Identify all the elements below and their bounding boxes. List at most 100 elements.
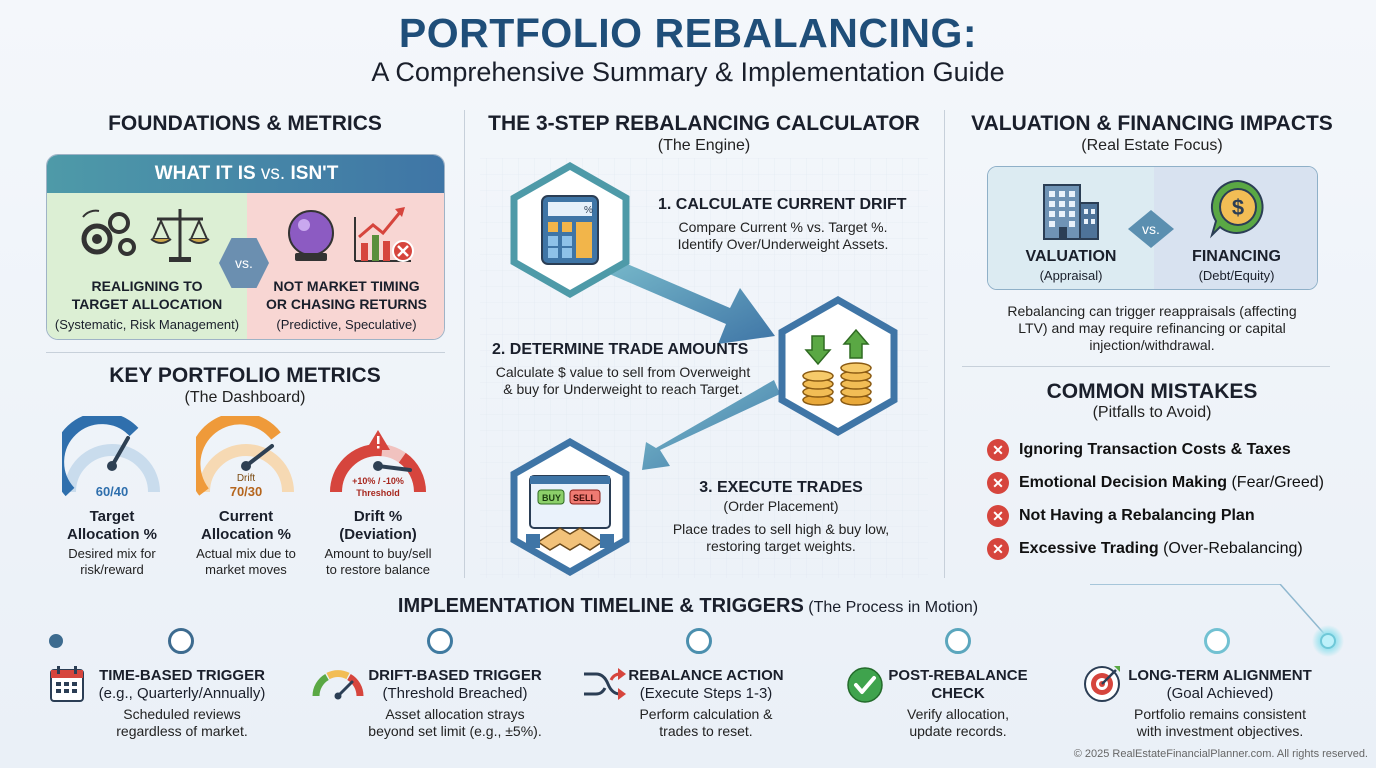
- dollar-symbol: $: [1232, 195, 1244, 220]
- what-it-is-label-line2: TARGET ALLOCATION: [71, 296, 223, 312]
- foundations-title: FOUNDATIONS & METRICS: [108, 112, 382, 135]
- step2-desc-line1: Calculate $ value to sell from Overweigh…: [495, 364, 751, 380]
- copyright-footer: © 2025 RealEstateFinancialPlanner.com. A…: [1073, 748, 1368, 760]
- timeline-node: [686, 628, 712, 654]
- what-it-isnt-label-line2: OR CHASING RETURNS: [265, 296, 427, 312]
- mistake-x-icon: ✕: [987, 439, 1009, 461]
- metrics-subtitle: (The Dashboard): [184, 389, 306, 406]
- what-it-isnt-label-line1: NOT MARKET TIMING: [273, 278, 420, 294]
- valuation-financing-panel: VALUATION (Appraisal) $ FINANCING (Debt/…: [987, 166, 1318, 290]
- mistake-x-icon: ✕: [987, 505, 1009, 527]
- calculator-symbol: %: [584, 205, 593, 216]
- valuation-sub: (Appraisal): [1039, 268, 1103, 283]
- financing-side: $ FINANCING (Debt/Equity): [1154, 167, 1317, 289]
- timeline-node: [427, 628, 453, 654]
- step2-desc-line2: & buy for Underweight to reach Target.: [503, 381, 743, 397]
- building-icon: [1043, 184, 1099, 240]
- page-title: PORTFOLIO REBALANCING:: [398, 10, 978, 56]
- timeline-item-sub: (Execute Steps 1-3): [639, 685, 773, 702]
- timeline-item-desc-line2: beyond set limit (e.g., ±5%).: [368, 723, 542, 739]
- valuation-desc-line3: injection/withdrawal.: [1089, 337, 1215, 353]
- step3-desc-line2: restoring target weights.: [706, 538, 856, 554]
- calendar-icon: [50, 666, 84, 702]
- step3-desc-line1: Place trades to sell high & buy low,: [672, 521, 890, 537]
- shuffle-icon: [584, 668, 626, 700]
- financing-label: FINANCING: [1192, 248, 1281, 265]
- mistake-item: Excessive Trading (Over-Rebalancing): [1019, 540, 1303, 558]
- current-desc-line1: Actual mix due to: [196, 546, 296, 561]
- what-it-is-header-vs: vs.: [255, 163, 291, 184]
- timeline-item-sub: (Goal Achieved): [1166, 685, 1274, 702]
- step3-sub: (Order Placement): [723, 498, 839, 514]
- checkmark-icon: [847, 667, 883, 703]
- timeline-heading: IMPLEMENTATION TIMELINE & TRIGGERS (The …: [0, 595, 1376, 618]
- coins-arrows-icon: [778, 296, 898, 436]
- mistake-x-icon: ✕: [987, 538, 1009, 560]
- financing-sub: (Debt/Equity): [1198, 268, 1275, 283]
- mistakes-title: COMMON MISTAKES: [1046, 380, 1258, 403]
- gears-scale-icon: [81, 209, 210, 262]
- calculator-title: THE 3-STEP REBALANCING CALCULATOR: [488, 112, 920, 135]
- drift-meter-icon: [312, 670, 364, 700]
- what-it-is-header-part3: ISN'T: [290, 163, 339, 184]
- valuation-title: VALUATION & FINANCING IMPACTS: [971, 112, 1333, 135]
- what-it-is-sub: (Systematic, Risk Management): [54, 317, 240, 332]
- timeline-item-desc-line1: Verify allocation,: [907, 706, 1009, 722]
- trade-handshake-icon: BUY SELL: [510, 438, 630, 576]
- timeline-item-title: LONG-TERM ALIGNMENT: [1128, 667, 1312, 684]
- timeline-item-desc-line1: Portfolio remains consistent: [1134, 706, 1306, 722]
- target-gauge-icon: [62, 416, 160, 497]
- timeline-title: IMPLEMENTATION TIMELINE & TRIGGERS: [397, 595, 804, 617]
- what-it-is-label-line1: REALIGNING TO: [91, 278, 203, 294]
- timeline-item-sub: (e.g., Quarterly/Annually): [98, 685, 266, 702]
- mistake-bold: Emotional Decision Making: [1019, 474, 1228, 491]
- drift-label-line1: Drift %: [353, 508, 403, 525]
- sell-label: SELL: [573, 493, 597, 503]
- timeline-item-title: DRIFT-BASED TRIGGER: [368, 667, 542, 684]
- mistakes-subtitle: (Pitfalls to Avoid): [1092, 404, 1212, 421]
- current-gauge-value: 70/30: [229, 484, 263, 499]
- mistake-x-icon: ✕: [987, 472, 1009, 494]
- timeline-item-desc-line1: Perform calculation &: [639, 706, 773, 722]
- timeline-item-title: TIME-BASED TRIGGER: [99, 667, 265, 684]
- what-it-is-header-part1: WHAT IT IS: [154, 163, 256, 184]
- step2-title: 2. DETERMINE TRADE AMOUNTS: [492, 341, 749, 358]
- calculator-subtitle: (The Engine): [657, 137, 751, 154]
- mistake-item: Ignoring Transaction Costs & Taxes: [1019, 441, 1291, 459]
- timeline-item-desc-line1: Asset allocation strays: [385, 706, 525, 722]
- mistake-item: Emotional Decision Making (Fear/Greed): [1019, 474, 1324, 492]
- column-divider-left: [464, 110, 465, 578]
- target-desc-line1: Desired mix for: [68, 546, 156, 561]
- valuation-desc-line2: LTV) and may require refinancing or capi…: [1018, 320, 1286, 336]
- mistake-bold: Excessive Trading: [1019, 540, 1159, 557]
- step1-desc-line1: Compare Current % vs. Target %.: [678, 219, 888, 235]
- timeline-node: [945, 628, 971, 654]
- buy-label: BUY: [542, 493, 561, 503]
- valuation-subtitle: (Real Estate Focus): [1081, 137, 1223, 154]
- what-it-isnt-side: NOT MARKET TIMING OR CHASING RETURNS (Pr…: [247, 193, 444, 339]
- timeline-item-desc-line2: regardless of market.: [116, 723, 248, 739]
- valuation-label: VALUATION: [1025, 248, 1117, 265]
- drift-gauge-value: +10% / -10%: [352, 476, 404, 486]
- timeline-item-sub: CHECK: [931, 685, 985, 702]
- timeline-item-sub: (Threshold Breached): [382, 685, 528, 702]
- current-label-line2: Allocation %: [200, 526, 291, 543]
- metrics-title: KEY PORTFOLIO METRICS: [109, 364, 381, 387]
- what-it-isnt-sub: (Predictive, Speculative): [276, 317, 417, 332]
- valuation-side: VALUATION (Appraisal): [988, 167, 1154, 289]
- mistake-rest: (Fear/Greed): [1227, 474, 1324, 491]
- mistake-item: Not Having a Rebalancing Plan: [1019, 507, 1255, 525]
- step1-title: 1. CALCULATE CURRENT DRIFT: [658, 196, 907, 213]
- step3-title: 3. EXECUTE TRADES: [699, 479, 863, 496]
- page-subtitle: A Comprehensive Summary & Implementation…: [371, 57, 1005, 87]
- timeline-item-desc-line2: with investment objectives.: [1136, 723, 1304, 739]
- what-it-is-side: REALIGNING TO TARGET ALLOCATION (Systema…: [47, 193, 247, 339]
- current-gauge-icon: [196, 416, 294, 496]
- timeline-node: [1204, 628, 1230, 654]
- drift-gauge-icon: [330, 430, 426, 493]
- target-label-line1: Target: [89, 508, 135, 525]
- timeline-item-desc-line2: trades to reset.: [659, 723, 753, 739]
- valuation-desc-line1: Rebalancing can trigger reappraisals (af…: [1007, 303, 1297, 319]
- mistake-rest: (Over-Rebalancing): [1158, 540, 1303, 557]
- drift-desc-line2: to restore balance: [325, 562, 431, 577]
